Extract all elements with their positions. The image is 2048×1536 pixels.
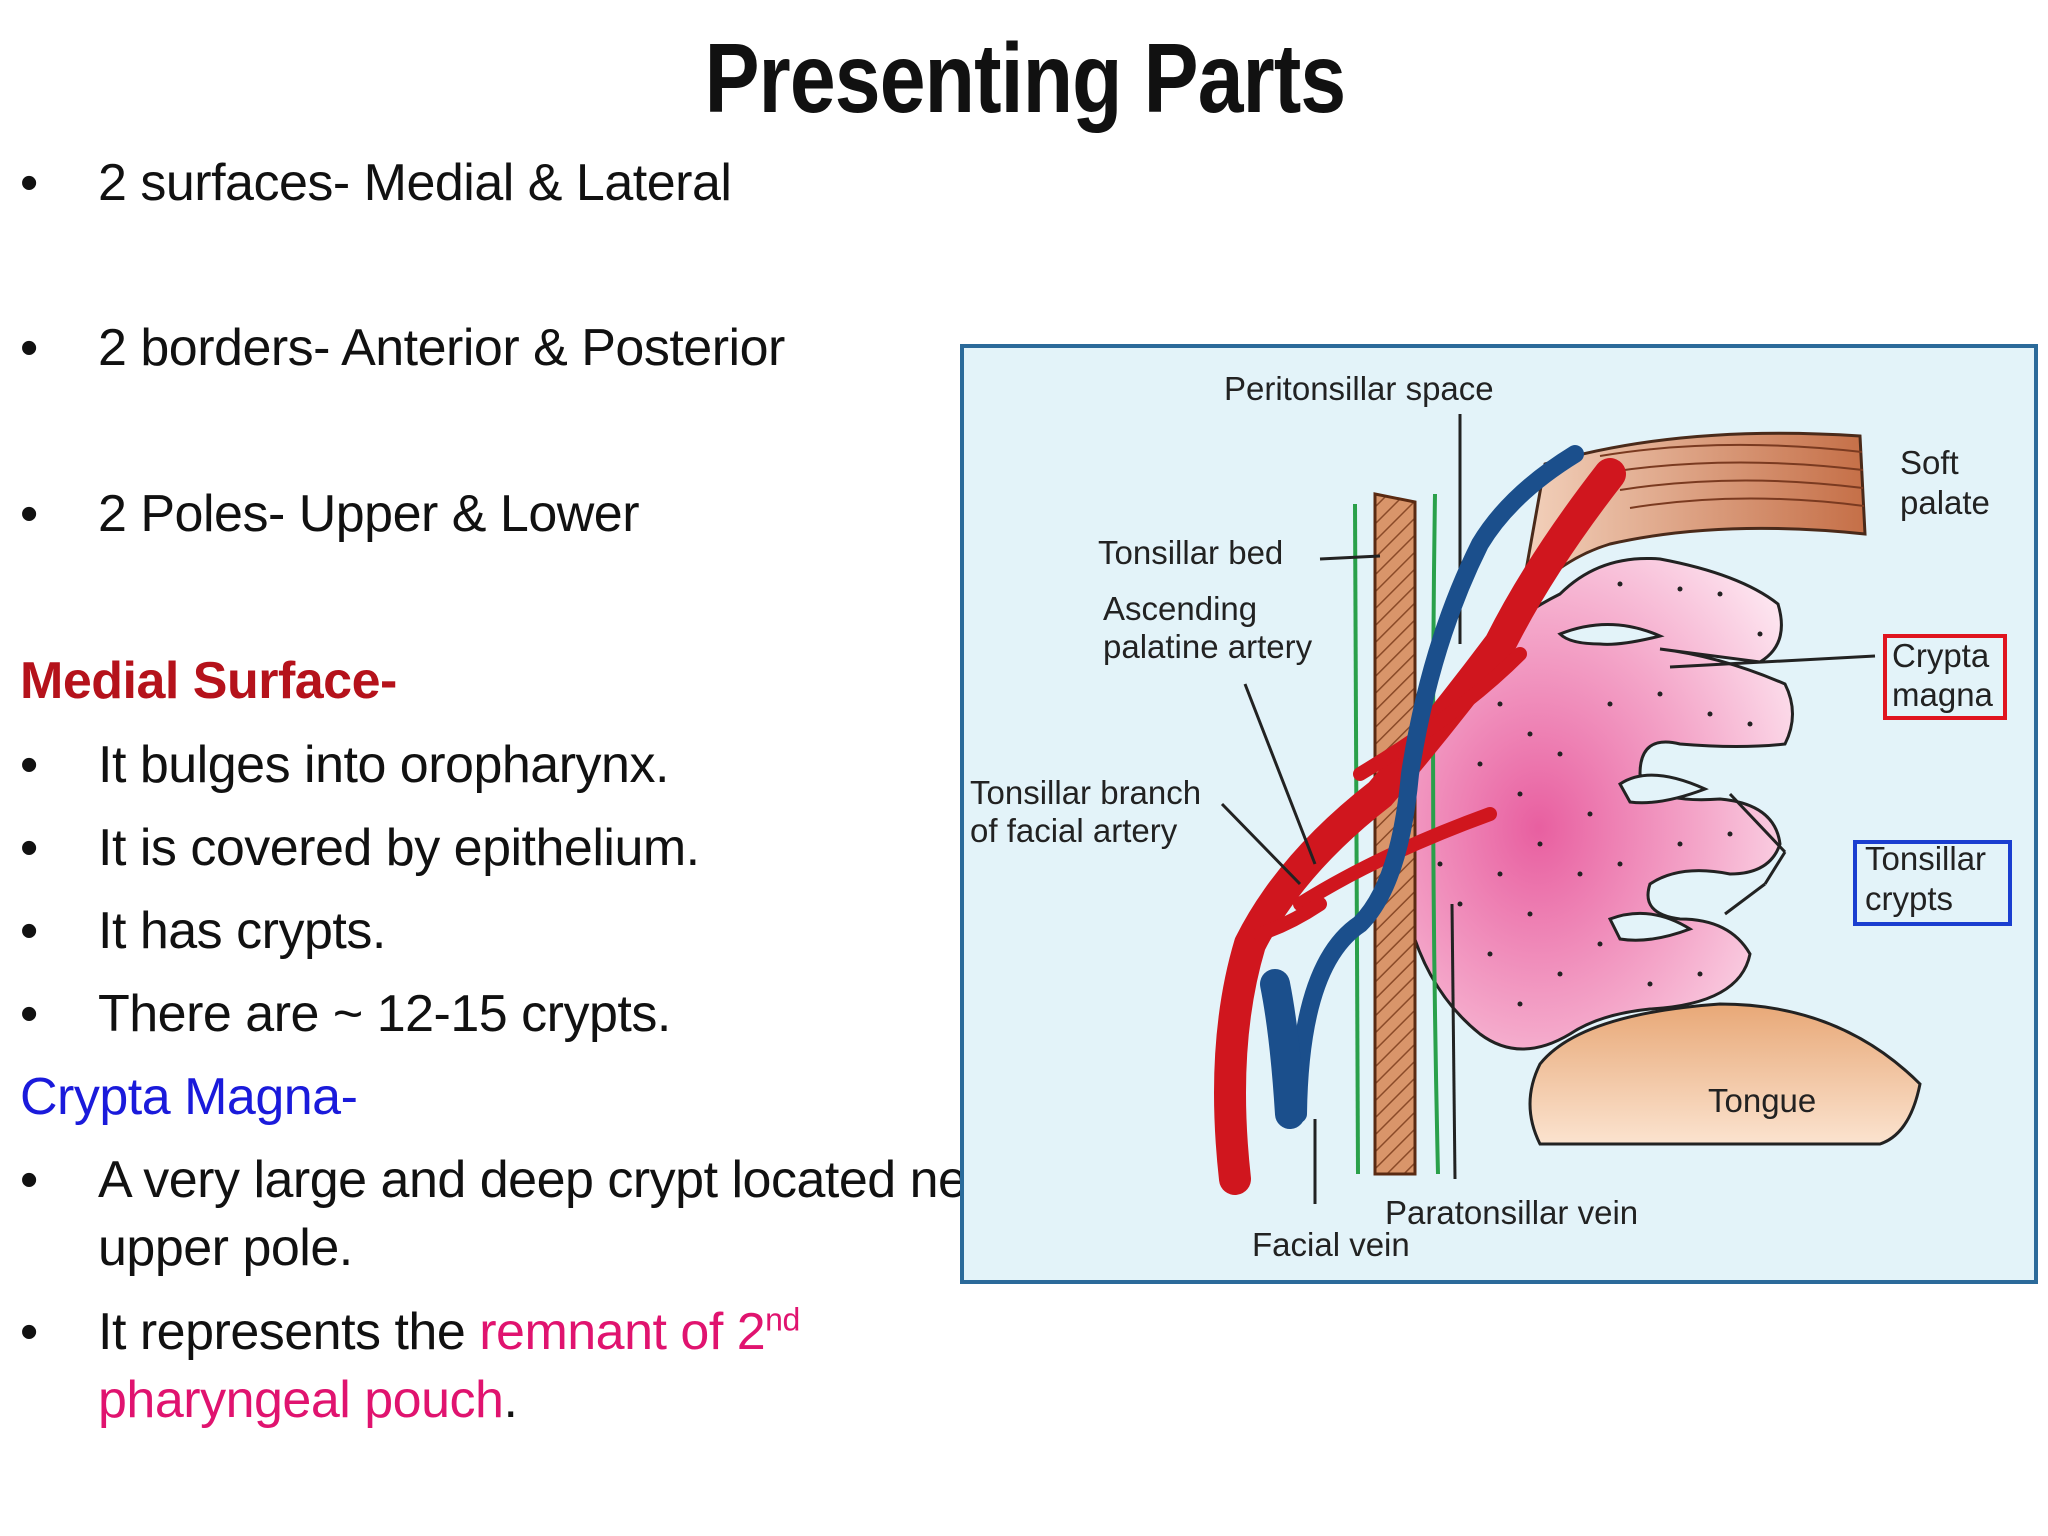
tonsillar-crypts-box: [1853, 840, 2012, 926]
bullet-symbol: •: [20, 985, 39, 1043]
bullet-symbol: •: [20, 1303, 39, 1361]
label-tongue: Tongue: [1708, 1082, 1816, 1119]
crypta-magna-box: [1883, 634, 2007, 720]
bullet-poles: 2 Poles- Upper & Lower: [98, 485, 640, 543]
bullet-symbol: •: [20, 319, 39, 377]
page-title: Presenting Parts: [704, 23, 1347, 133]
label-tonsillar-branch-1: Tonsillar branch: [970, 774, 1201, 811]
medial-surface-heading: Medial Surface-: [20, 652, 397, 710]
label-tonsillar-branch-2: of facial artery: [970, 812, 1178, 849]
remnant-prefix: It represents the: [98, 1303, 480, 1361]
soft-palate-stripes: [1599, 443, 1865, 509]
medial-item-crypts: It has crypts.: [98, 902, 386, 960]
remnant-highlight-line2: pharyngeal pouch: [98, 1371, 504, 1429]
crypta-item-deep-line2: upper pole.: [98, 1219, 353, 1277]
bullet-symbol: •: [20, 1151, 39, 1209]
tonsil-diagram: Peritonsillar space Soft palate Tonsilla…: [960, 344, 2038, 1284]
label-tonsillar-bed: Tonsillar bed: [1098, 534, 1283, 571]
medial-item-epithelium: It is covered by epithelium.: [98, 819, 700, 877]
remnant-highlight: remnant of 2: [479, 1303, 766, 1361]
label-soft-palate-1: Soft: [1900, 444, 1959, 481]
crypta-magna-heading: Crypta Magna-: [20, 1068, 358, 1126]
facial-vein-stem: [1260, 969, 1305, 1129]
bullet-symbol: •: [20, 154, 39, 212]
medial-item-bulges: It bulges into oropharynx.: [98, 736, 669, 794]
label-soft-palate-2: palate: [1900, 484, 1990, 521]
tongue-shape: [1528, 1002, 1922, 1146]
tonsil-stipple: [1437, 581, 1763, 1007]
artery-branch-small: [1253, 897, 1327, 941]
label-crypts-1: Tonsillar: [1865, 840, 1986, 877]
paratonsillar-vein: [1289, 445, 1584, 1123]
bullet-surfaces: 2 surfaces- Medial & Lateral: [98, 154, 732, 212]
label-ascending-1: Ascending: [1103, 590, 1257, 627]
label-crypts-2: crypts: [1865, 880, 1953, 917]
bullet-symbol: •: [20, 819, 39, 877]
crypta-item-deep-line1: A very large and deep crypt located near: [98, 1151, 1012, 1209]
label-peritonsillar-space: Peritonsillar space: [1224, 370, 1494, 407]
remnant-sup: nd: [765, 1301, 800, 1338]
remnant-suffix: .: [503, 1371, 518, 1429]
pointer-lines: [1220, 554, 1876, 1204]
label-facial-vein: Facial vein: [1252, 1226, 1410, 1263]
medial-item-count: There are ~ 12-15 crypts.: [98, 985, 671, 1043]
crypt-openings: [1557, 622, 1709, 942]
crypta-item-remnant-line1: It represents the remnant of 2nd: [98, 1302, 800, 1362]
bullet-borders: 2 borders- Anterior & Posterior: [98, 319, 785, 377]
bullet-symbol: •: [20, 485, 39, 543]
artery-branch-upper: [1353, 647, 1527, 781]
label-ascending-2: palatine artery: [1103, 628, 1313, 665]
crypta-item-remnant-line2: pharyngeal pouch.: [98, 1370, 518, 1430]
facial-artery: [1214, 458, 1626, 1195]
label-crypta-2: magna: [1892, 676, 1994, 713]
label-crypta-1: Crypta: [1892, 637, 1990, 674]
bullet-symbol: •: [20, 902, 39, 960]
bullet-symbol: •: [20, 736, 39, 794]
label-paratonsillar-vein: Paratonsillar vein: [1385, 1194, 1638, 1231]
